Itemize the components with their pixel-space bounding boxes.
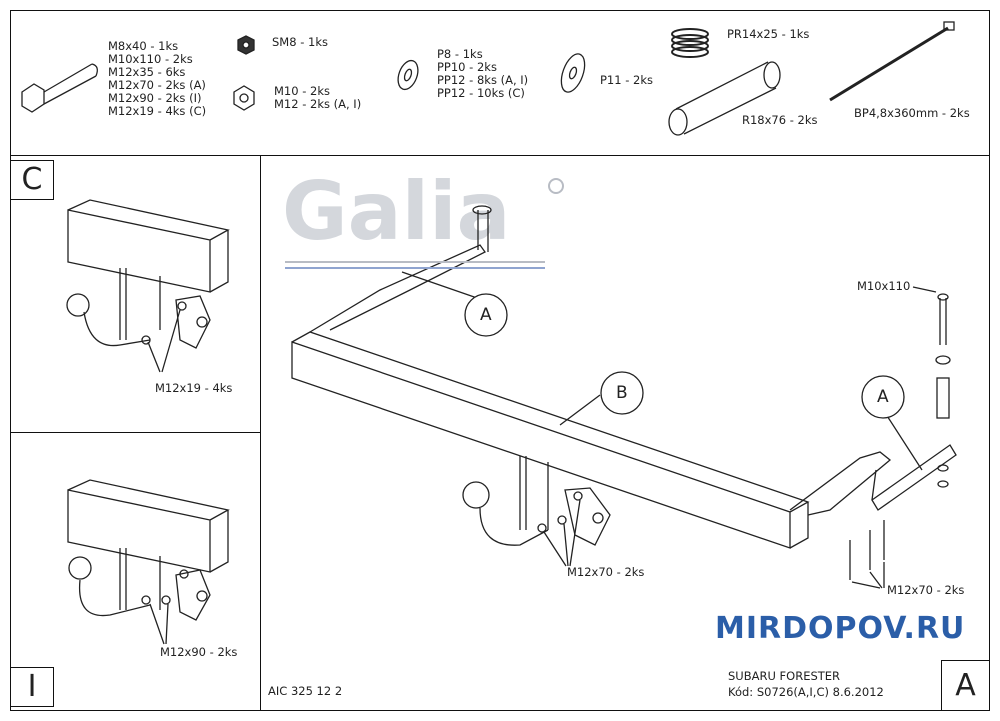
self-lock-nut-label: SM8 - 1ks: [272, 35, 328, 49]
bolt-m12x90: M12x90 - 2ks (I): [108, 91, 202, 105]
bolt-m8x40: M8x40 - 1ks: [108, 39, 179, 53]
panel-c-callout: M12x19 - 4ks: [155, 381, 233, 395]
callout-a1-label: A: [480, 305, 492, 325]
parts-list-panel: [10, 10, 990, 156]
washer-pp12-c: PP12 - 10ks (C): [437, 86, 525, 100]
kod-label: Kód: S0726(A,I,C) 8.6.2012: [728, 685, 884, 699]
callout-b: [600, 371, 644, 415]
bolt-m12x35: M12x35 - 6ks: [108, 65, 186, 79]
callout-b-label: B: [616, 383, 628, 403]
washer-pp12-ai: PP12 - 8ks (A, I): [437, 73, 529, 87]
nut-icon: [233, 85, 255, 111]
callout-a1: [464, 293, 508, 337]
bolt-m12x70: M12x70 - 2ks (A): [108, 78, 206, 92]
large-washer-label: P11 - 2ks: [600, 73, 653, 87]
spring-label: PR14x25 - 1ks: [727, 27, 810, 41]
panel-c-letter: C: [10, 160, 54, 200]
nut-list: M10 - 2ks M12 - 2ks (A, I): [274, 85, 361, 111]
bracket-callout: M12x70 - 2ks: [887, 583, 965, 597]
bolt-list: M8x40 - 1ks M10x110 - 2ks M12x35 - 6ks M…: [108, 40, 206, 118]
galia-logo-text: Galia: [282, 165, 511, 258]
product-code: AIC 325 12 2: [268, 684, 343, 698]
callout-a2: [861, 375, 905, 419]
ball-callout: M12x70 - 2ks: [567, 565, 645, 579]
cable-tie-icon: [829, 21, 955, 102]
panel-i: [10, 432, 261, 711]
spacer-label: R18x76 - 2ks: [742, 113, 818, 127]
panel-i-letter: I: [10, 667, 54, 707]
washer-list: P8 - 1ks PP10 - 2ks PP12 - 8ks (A, I) PP…: [437, 48, 528, 100]
bolt-m10x110: M10x110 - 2ks: [108, 52, 193, 66]
panel-i-callout: M12x90 - 2ks: [160, 645, 238, 659]
bolt-icon: [21, 63, 98, 113]
bolt-m12x19: M12x19 - 4ks (C): [108, 104, 207, 118]
callout-a2-label: A: [877, 387, 889, 407]
nut-small-icon: [237, 35, 255, 55]
watermark: MIRDOPOV.RU: [715, 611, 966, 646]
hitch-detail-c: [66, 199, 230, 373]
nut-m10: M10 - 2ks: [274, 84, 330, 98]
washer-pp10: PP10 - 2ks: [437, 60, 497, 74]
vehicle-name: SUBARU FORESTER: [728, 669, 841, 683]
bolt-m10x110-label: M10x110: [857, 279, 911, 293]
spring-icon: [671, 28, 709, 58]
hitch-detail-i: [67, 479, 230, 645]
nut-m12: M12 - 2ks (A, I): [274, 97, 362, 111]
variant-letter: A: [941, 660, 990, 711]
washer-icon: [397, 59, 419, 91]
spacer-tube-icon: [668, 61, 781, 136]
cable-tie-label: BP4,8x360mm - 2ks: [854, 106, 970, 120]
washer-p8: P8 - 1ks: [437, 47, 483, 61]
large-washer-icon: [560, 53, 586, 93]
galia-logo: [285, 178, 564, 269]
